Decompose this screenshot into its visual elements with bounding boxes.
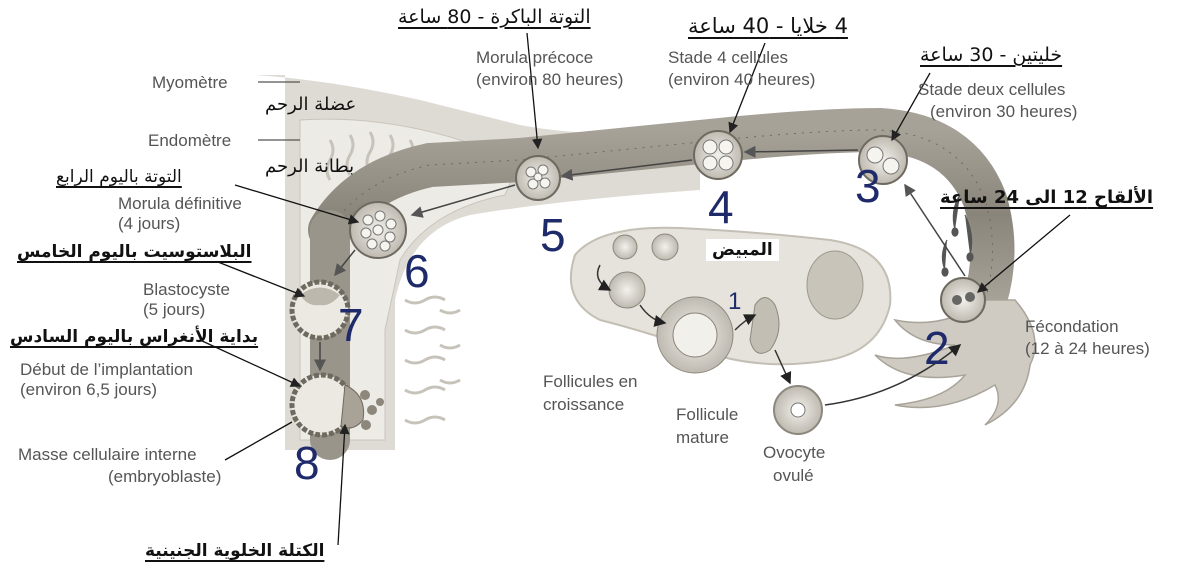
ar-implantation-day6: بداية الأنغراس باليوم السادس bbox=[10, 326, 258, 348]
ar-endometre: بطانة الرحم bbox=[265, 156, 354, 178]
label-follicule-mature-2: mature bbox=[676, 428, 729, 448]
label-ovocyte-1: Ovocyte bbox=[763, 443, 825, 463]
label-fecondation-time: (12 à 24 heures) bbox=[1025, 339, 1150, 359]
label-morula-definitive-time: (4 jours) bbox=[118, 214, 180, 234]
stage-number-7: 7 bbox=[338, 302, 364, 348]
stage-number-1: 1 bbox=[728, 290, 741, 314]
label-morula-precoce-time: (environ 80 heures) bbox=[476, 70, 623, 90]
ar-myometre: عضلة الرحم bbox=[265, 94, 356, 116]
label-embryoblaste: (embryoblaste) bbox=[108, 467, 221, 487]
label-stade-4-time: (environ 40 heures) bbox=[668, 70, 815, 90]
label-endometre: Endomètre bbox=[148, 131, 231, 151]
label-stade-2: Stade deux cellules bbox=[918, 80, 1065, 100]
ar-morula-80h: التوتة الباكرة - 80 ساعة bbox=[398, 6, 591, 28]
label-follicules-1: Follicules en bbox=[543, 372, 638, 392]
ar-fecondation: الألقاح 12 الى 24 ساعة bbox=[940, 187, 1153, 209]
label-follicules-2: croissance bbox=[543, 395, 624, 415]
label-debut-implantation: Début de l’implantation bbox=[20, 360, 193, 380]
label-ovocyte-2: ovulé bbox=[773, 466, 814, 486]
corpus-structure bbox=[807, 251, 863, 319]
label-blastocyste-time: (5 jours) bbox=[143, 300, 205, 320]
stage-number-5: 5 bbox=[540, 212, 566, 258]
ar-two-cells: خليتين - 30 ساعة bbox=[920, 44, 1062, 66]
fertilized-egg bbox=[941, 278, 985, 322]
stage-number-3: 3 bbox=[855, 163, 881, 209]
ar-ovary: المبيض bbox=[706, 239, 779, 261]
stage-number-6: 6 bbox=[404, 248, 430, 294]
label-follicule-mature-1: Follicule bbox=[676, 405, 738, 425]
label-masse-cellulaire: Masse cellulaire interne bbox=[18, 445, 197, 465]
label-myometre: Myomètre bbox=[152, 73, 228, 93]
four-cell-embryo bbox=[694, 131, 742, 179]
label-morula-definitive: Morula définitive bbox=[118, 194, 242, 214]
label-morula-precoce: Morula précoce bbox=[476, 48, 593, 68]
ar-blastocyst-day5: البلاستوسيت باليوم الخامس bbox=[17, 241, 251, 263]
label-debut-implantation-time: (environ 6,5 jours) bbox=[20, 380, 157, 400]
ar-inner-mass: الكتلة الخلوية الجنينية bbox=[145, 540, 324, 562]
stage-number-2: 2 bbox=[924, 325, 950, 371]
label-blastocyste: Blastocyste bbox=[143, 280, 230, 300]
ar-four-cells: 4 خلايا - 40 ساعة bbox=[688, 15, 848, 37]
label-stade-2-time: (environ 30 heures) bbox=[930, 102, 1077, 122]
stage-number-4: 4 bbox=[708, 184, 734, 230]
ar-morula-day4: التوتة باليوم الرابع bbox=[56, 166, 182, 188]
label-fecondation: Fécondation bbox=[1025, 317, 1119, 337]
stage-number-8: 8 bbox=[294, 440, 320, 486]
label-stade-4: Stade 4 cellules bbox=[668, 48, 788, 68]
